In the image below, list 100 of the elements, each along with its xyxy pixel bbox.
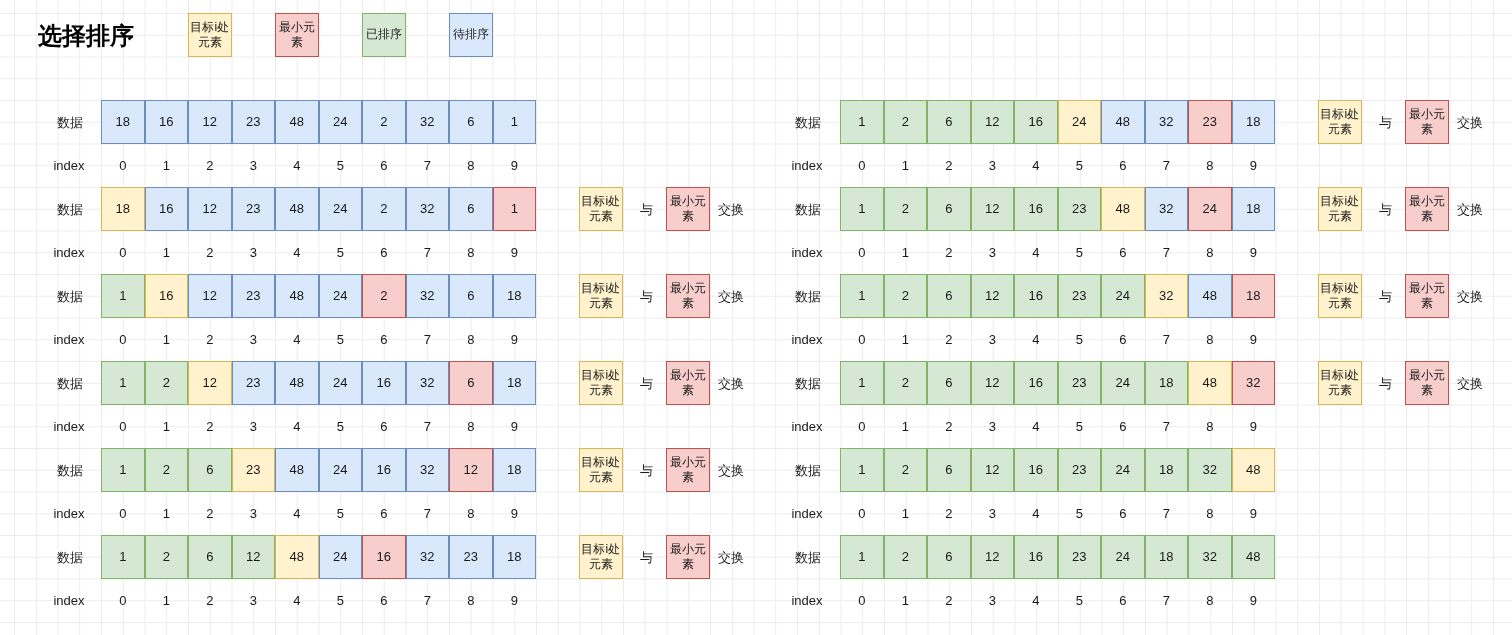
value-cell: 18 (1144, 361, 1188, 405)
value-cell: 2 (144, 535, 188, 579)
value-cell: 18 (101, 187, 145, 231)
value-cell: 6 (927, 361, 971, 405)
value-cell: 16 (362, 535, 406, 579)
value-cell: 1 (840, 535, 884, 579)
value-cell: 32 (1188, 535, 1232, 579)
value-cell: 6 (927, 274, 971, 318)
value-cell: 18 (492, 274, 536, 318)
value-cell: 12 (188, 187, 232, 231)
index-number: 2 (945, 157, 953, 173)
index-number: 2 (206, 592, 214, 608)
index-number: 9 (1249, 244, 1257, 260)
index-number: 8 (467, 331, 475, 347)
value-cell: 1 (101, 361, 145, 405)
row-heading: index (53, 418, 85, 434)
value-cell: 16 (1014, 100, 1058, 144)
minimum-element-box: 最小元素 (1405, 187, 1449, 231)
index-number: 8 (467, 592, 475, 608)
conjunction-word: 与 (1378, 375, 1392, 391)
row-heading: 数据 (795, 114, 821, 130)
value-cell: 12 (188, 361, 232, 405)
row-heading: 数据 (795, 201, 821, 217)
index-number: 8 (1206, 592, 1214, 608)
value-cell: 12 (970, 448, 1014, 492)
index-number: 4 (293, 505, 301, 521)
value-cell: 16 (144, 100, 188, 144)
index-number: 4 (1032, 157, 1040, 173)
index-number: 2 (945, 592, 953, 608)
index-number: 3 (988, 418, 996, 434)
value-cell: 1 (840, 187, 884, 231)
index-number: 6 (1119, 505, 1127, 521)
value-cell: 32 (405, 187, 449, 231)
value-cell: 18 (1231, 100, 1275, 144)
index-number: 4 (1032, 331, 1040, 347)
index-number: 3 (249, 157, 257, 173)
index-number: 9 (510, 244, 518, 260)
index-number: 5 (336, 418, 344, 434)
index-number: 4 (1032, 418, 1040, 434)
row-heading: 数据 (57, 462, 83, 478)
index-number: 1 (901, 244, 909, 260)
value-cell: 16 (362, 361, 406, 405)
value-cell: 16 (362, 448, 406, 492)
index-number: 7 (1162, 418, 1170, 434)
value-cell: 12 (970, 274, 1014, 318)
value-cell: 24 (1101, 274, 1145, 318)
index-number: 4 (293, 244, 301, 260)
index-number: 3 (988, 244, 996, 260)
index-number: 1 (162, 331, 170, 347)
index-number: 6 (1119, 244, 1127, 260)
index-number: 8 (1206, 505, 1214, 521)
row-heading: 数据 (795, 549, 821, 565)
index-number: 6 (1119, 331, 1127, 347)
value-cell: 2 (144, 361, 188, 405)
value-cell: 32 (1231, 361, 1275, 405)
index-number: 1 (162, 505, 170, 521)
index-number: 7 (423, 244, 431, 260)
value-cell: 32 (405, 100, 449, 144)
index-number: 5 (1075, 331, 1083, 347)
index-number: 0 (858, 418, 866, 434)
index-number: 2 (945, 505, 953, 521)
index-number: 0 (119, 157, 127, 173)
value-cell: 6 (927, 448, 971, 492)
row-heading: index (791, 505, 823, 521)
legend-label: 最小元素 (277, 19, 316, 50)
row-heading: 数据 (795, 462, 821, 478)
value-cell: 18 (1144, 448, 1188, 492)
value-cell: 2 (362, 274, 406, 318)
index-number: 1 (901, 592, 909, 608)
index-number: 6 (380, 244, 388, 260)
value-cell: 6 (449, 274, 493, 318)
index-number: 4 (293, 157, 301, 173)
index-number: 9 (1249, 592, 1257, 608)
index-number: 5 (1075, 157, 1083, 173)
index-number: 2 (945, 418, 953, 434)
row-heading: 数据 (57, 288, 83, 304)
diagram-title: 选择排序 (38, 22, 134, 50)
value-cell: 12 (970, 100, 1014, 144)
row-heading: index (791, 244, 823, 260)
value-cell: 2 (362, 100, 406, 144)
index-number: 0 (119, 505, 127, 521)
value-cell: 16 (1014, 361, 1058, 405)
value-cell: 1 (840, 274, 884, 318)
index-number: 5 (1075, 505, 1083, 521)
value-cell: 6 (927, 535, 971, 579)
minimum-element-box: 最小元素 (666, 187, 710, 231)
value-cell: 48 (1101, 187, 1145, 231)
target-element-box: 目标i处元素 (579, 274, 623, 318)
index-number: 7 (423, 157, 431, 173)
index-number: 1 (901, 157, 909, 173)
conjunction-word: 与 (1378, 288, 1392, 304)
value-cell: 18 (492, 361, 536, 405)
value-cell: 1 (101, 448, 145, 492)
value-cell: 16 (1014, 274, 1058, 318)
value-cell: 1 (101, 535, 145, 579)
value-cell: 32 (1144, 100, 1188, 144)
value-cell: 16 (144, 187, 188, 231)
row-heading: index (791, 592, 823, 608)
index-number: 9 (510, 157, 518, 173)
value-cell: 24 (318, 187, 362, 231)
